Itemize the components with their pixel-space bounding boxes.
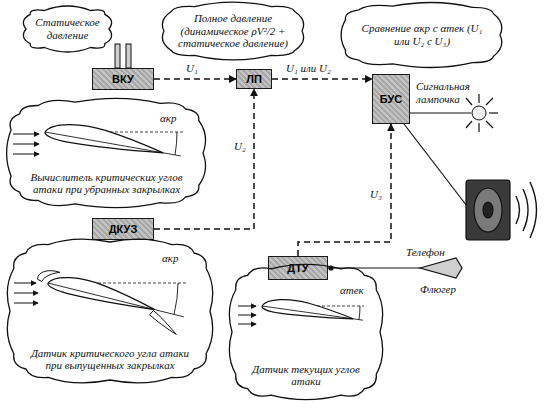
node-text: ЛП bbox=[246, 73, 262, 85]
node-text: БУС bbox=[380, 93, 402, 105]
callout-cloud: Датчик текущих углов атаки bbox=[226, 262, 386, 402]
airfoil-current bbox=[238, 296, 364, 325]
telephone-speaker bbox=[466, 180, 537, 240]
signal-label: U₁ или U₂ bbox=[284, 62, 333, 75]
signal-label: U₂ bbox=[232, 140, 248, 153]
cloud-outline bbox=[338, 0, 506, 70]
signal-lamp bbox=[466, 94, 498, 132]
process-box: ВКУ bbox=[92, 68, 154, 90]
signal-label: U₁ bbox=[184, 62, 200, 75]
node-text: ВКУ bbox=[112, 73, 134, 85]
callout-cloud: Полное давление (динамическое ρV²/2 + ст… bbox=[158, 0, 308, 62]
process-box: БУС bbox=[372, 74, 410, 124]
annotation-label: αкр bbox=[158, 112, 178, 125]
signal-connector bbox=[154, 89, 254, 229]
signal-connector bbox=[272, 78, 372, 80]
node-text: Статическое давление bbox=[35, 16, 100, 41]
cloud-outline bbox=[4, 96, 209, 210]
cloud-outline-path bbox=[7, 98, 206, 207]
node-text: Сравнение αкр с αтек (U₁ или U₂ с U₃) bbox=[356, 22, 488, 47]
node-text: ДТУ bbox=[287, 262, 308, 274]
pressure-tubes bbox=[115, 44, 131, 68]
annotation-label: Телефон bbox=[404, 246, 447, 259]
process-box: ЛП bbox=[236, 69, 272, 89]
node-text: Датчик критического угла атаки при выпущ… bbox=[24, 347, 196, 372]
cloud-outline bbox=[20, 4, 115, 54]
signal-label: U₃ bbox=[368, 188, 384, 201]
cloud-outline bbox=[4, 236, 216, 386]
annotation-label: Сигнальная лампочка bbox=[414, 80, 480, 105]
airfoil-extended bbox=[14, 267, 188, 338]
annotation-label: αкр bbox=[160, 252, 180, 265]
cloud-outline-path bbox=[229, 264, 382, 399]
cloud-outline-path bbox=[341, 2, 502, 67]
cloud-outline-path bbox=[7, 239, 212, 383]
callout-cloud: Вычислитель критических углов атаки при … bbox=[4, 96, 209, 210]
airfoil-retracted bbox=[13, 119, 183, 162]
cloud-outline bbox=[226, 262, 386, 402]
cloud-outline-path bbox=[23, 6, 111, 52]
node-text: Полное давление (динамическое ρV²/2 + ст… bbox=[176, 12, 290, 50]
process-box: ДКУЗ bbox=[92, 218, 154, 240]
callout-cloud: Сравнение αкр с αтек (U₁ или U₂ с U₃) bbox=[338, 0, 506, 70]
cloud-outline-path bbox=[162, 2, 303, 60]
signal-connector bbox=[298, 124, 391, 256]
node-text: Вычислитель критических углов атаки при … bbox=[24, 171, 189, 196]
vane bbox=[328, 258, 462, 278]
callout-cloud: Датчик критического угла атаки при выпущ… bbox=[4, 236, 216, 386]
node-text: ДКУЗ bbox=[109, 223, 138, 235]
annotation-label: Флюгер bbox=[418, 283, 458, 296]
node-text: Датчик текущих углов атаки bbox=[246, 363, 366, 388]
cloud-outline bbox=[158, 0, 308, 62]
output-wires bbox=[404, 113, 471, 210]
process-box: ДТУ bbox=[268, 256, 328, 280]
callout-cloud: Статическое давление bbox=[20, 4, 115, 54]
annotation-label: αтек bbox=[338, 284, 366, 297]
signal-connector bbox=[154, 78, 236, 80]
